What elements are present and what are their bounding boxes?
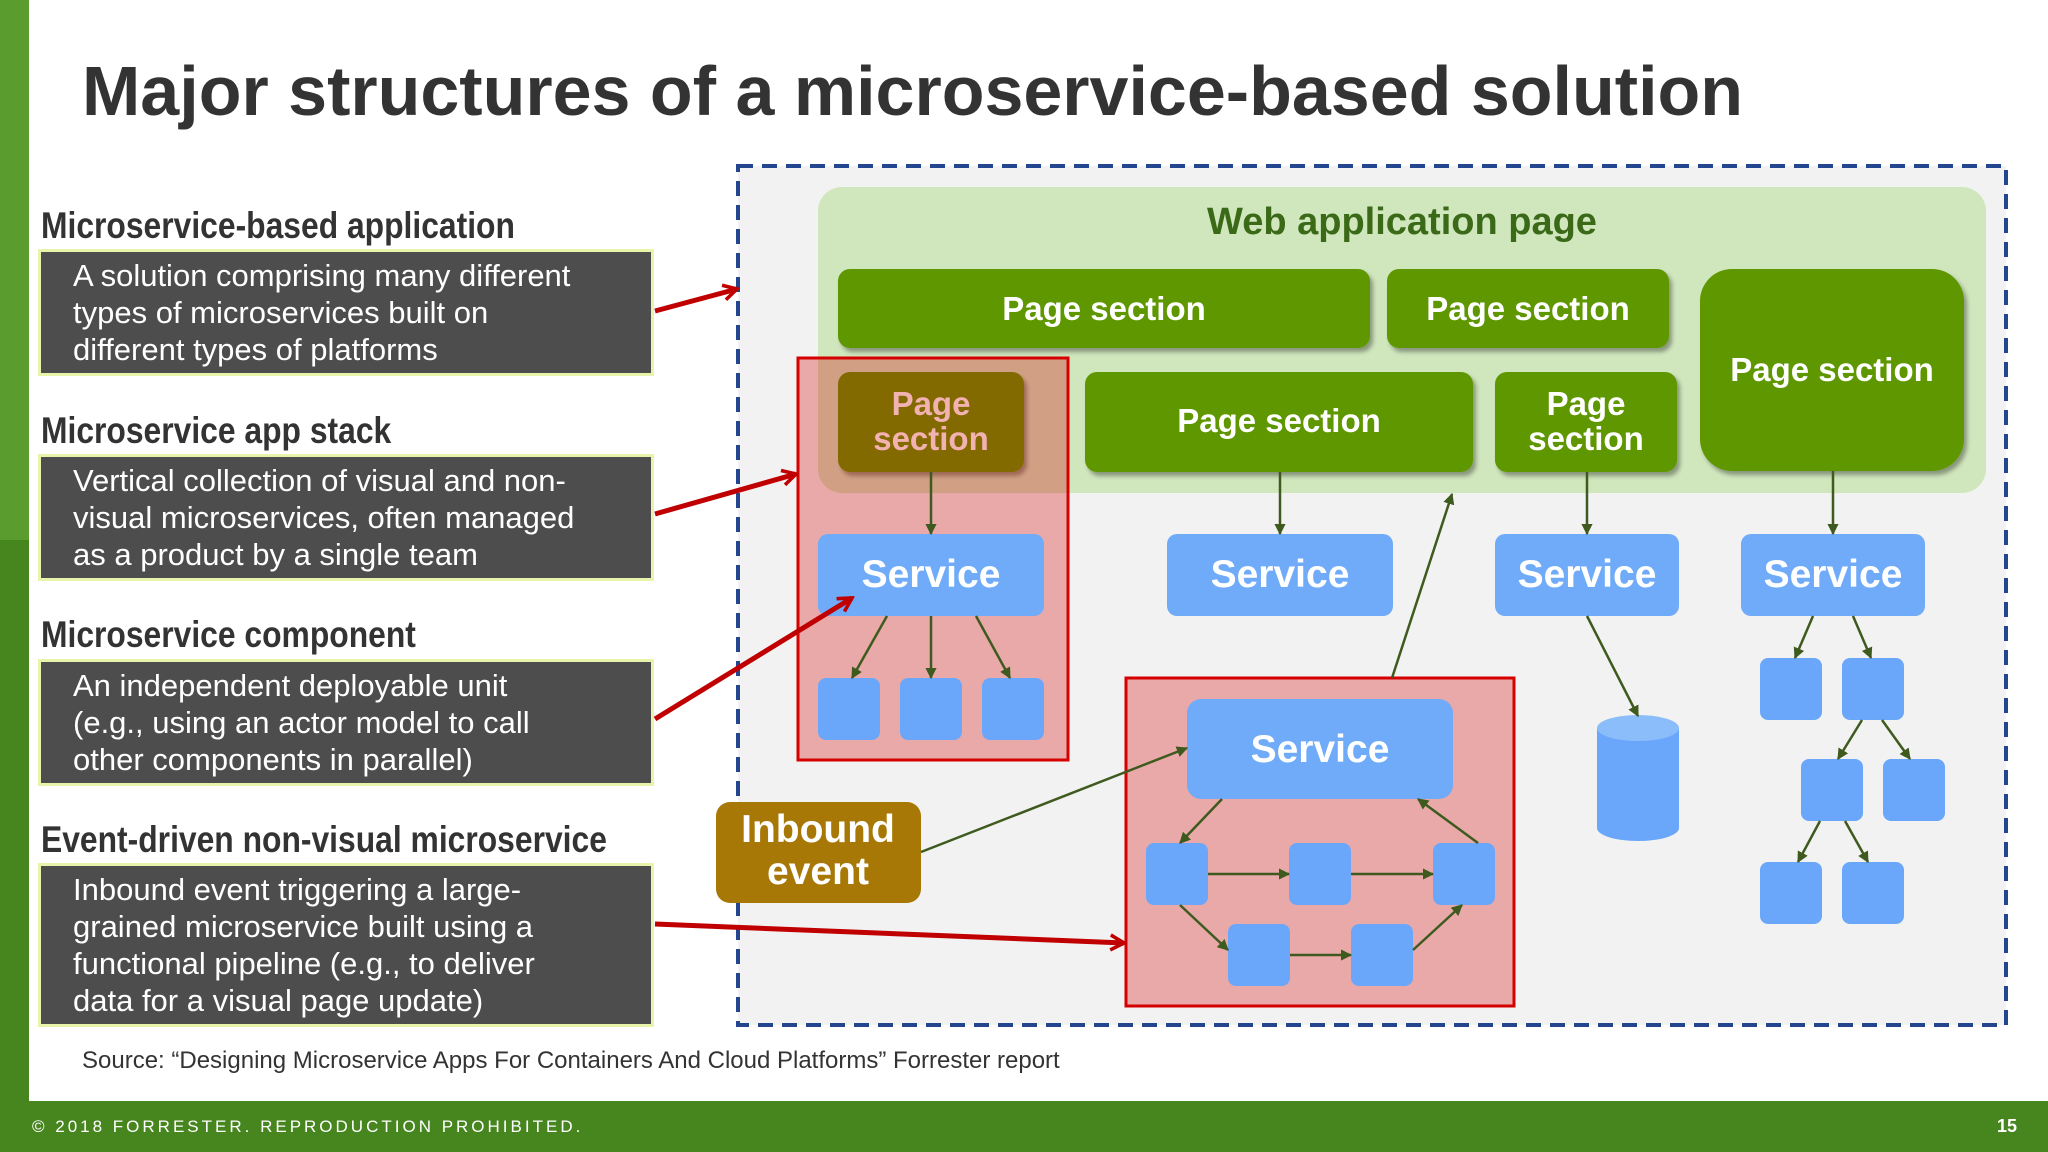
service-middle bbox=[1167, 534, 1393, 616]
database-cylinder bbox=[1597, 715, 1679, 841]
flow-arrow bbox=[1843, 820, 1870, 863]
page-section-label: Page section bbox=[1730, 351, 1934, 388]
concept-heading-event-driven: Event-driven non-visual microservice bbox=[41, 819, 607, 860]
concept-heading-application: Microservice-based application bbox=[41, 205, 515, 246]
page-section-label-line-2: section bbox=[1528, 420, 1644, 457]
flow-arrow bbox=[1585, 615, 1640, 718]
concept-line: as a product by a single team bbox=[73, 537, 478, 572]
service-app-stack bbox=[818, 534, 1044, 616]
pipeline-node bbox=[1228, 924, 1290, 986]
callout-arrow-app-stack bbox=[654, 474, 796, 517]
source-citation: Source: “Designing Microservice Apps For… bbox=[82, 1047, 1060, 1074]
component-node bbox=[818, 678, 880, 740]
concept-line: (e.g., using an actor model to call bbox=[73, 705, 530, 740]
concept-line: different types of platforms bbox=[73, 332, 438, 367]
concept-box-component: An independent deployable unit (e.g., us… bbox=[38, 659, 654, 786]
flow-arrow bbox=[1390, 492, 1455, 679]
component-node bbox=[1883, 759, 1945, 821]
service-label: Service bbox=[1764, 553, 1903, 596]
page-section-small-right bbox=[1495, 372, 1677, 472]
concept-box-event-driven: Inbound event triggering a large- graine… bbox=[38, 863, 654, 1027]
concept-line: A solution comprising many different bbox=[73, 258, 571, 293]
flow-arrow bbox=[1793, 615, 1815, 660]
page-section-top-left bbox=[838, 269, 1370, 348]
concept-line: types of microservices built on bbox=[73, 295, 489, 330]
flow-arrow bbox=[1179, 904, 1229, 951]
component-node bbox=[1760, 862, 1822, 924]
component-node bbox=[1760, 658, 1822, 720]
service-label: Service bbox=[1251, 728, 1390, 771]
copyright-text: © 2018 FORRESTER. REPRODUCTION PROHIBITE… bbox=[32, 1117, 584, 1136]
pipeline-node bbox=[1433, 843, 1495, 905]
concept-line: An independent deployable unit bbox=[73, 668, 508, 703]
web-application-page-label: Web application page bbox=[1207, 201, 1597, 243]
page-section-label-line-2: section bbox=[873, 420, 989, 457]
page-number: 15 bbox=[1996, 1116, 2017, 1136]
pipeline-node bbox=[1351, 924, 1413, 986]
concept-line: Vertical collection of visual and non- bbox=[73, 463, 566, 498]
concept-line: other components in parallel) bbox=[73, 742, 473, 777]
flow-arrow bbox=[1851, 615, 1873, 660]
concept-heading-app-stack: Microservice app stack bbox=[41, 410, 392, 451]
inbound-event-label-line-2: event bbox=[767, 850, 869, 893]
pipeline-node bbox=[1146, 843, 1208, 905]
service-label: Service bbox=[1211, 553, 1350, 596]
flow-arrow bbox=[1796, 820, 1822, 863]
slide-title: Major structures of a microservice-based… bbox=[82, 52, 1744, 130]
inbound-event-label-line-1: Inbound bbox=[741, 808, 895, 851]
page-section-small-left bbox=[838, 372, 1024, 472]
concept-line: functional pipeline (e.g., to deliver bbox=[73, 946, 535, 981]
callout-arrow-component bbox=[653, 595, 852, 722]
page-section-tall-right bbox=[1700, 269, 1964, 471]
flow-arrow bbox=[850, 615, 889, 679]
page-section-label: Page section bbox=[1002, 290, 1206, 327]
component-node bbox=[1842, 862, 1904, 924]
flow-arrow bbox=[1880, 719, 1912, 760]
inbound-event-node bbox=[716, 802, 921, 903]
left-accent-stripe bbox=[0, 0, 29, 1101]
page-section-label-line-1: Page bbox=[1547, 385, 1626, 422]
page-section-top-middle bbox=[1387, 269, 1669, 348]
component-node bbox=[1842, 658, 1904, 720]
callout-arrow-event-driven bbox=[654, 921, 1124, 943]
component-node bbox=[982, 678, 1044, 740]
flow-arrow bbox=[974, 615, 1012, 679]
flow-arrow bbox=[920, 746, 1189, 854]
page-section-label: Page section bbox=[1426, 290, 1630, 327]
component-node bbox=[1801, 759, 1863, 821]
flow-arrow bbox=[1417, 797, 1479, 845]
callout-arrows bbox=[653, 289, 1124, 943]
flow-arrow bbox=[1836, 719, 1864, 760]
concept-line: data for a visual page update) bbox=[73, 983, 484, 1018]
concept-box-application: A solution comprising many different typ… bbox=[38, 249, 654, 376]
page-section-label-line-1: Page bbox=[892, 385, 971, 422]
component-node bbox=[900, 678, 962, 740]
concept-line: visual microservices, often managed bbox=[73, 500, 575, 535]
page-section-middle bbox=[1085, 372, 1473, 472]
flow-arrows bbox=[850, 471, 1912, 961]
page-sections bbox=[838, 269, 1964, 472]
footer-bar: © 2018 FORRESTER. REPRODUCTION PROHIBITE… bbox=[0, 1101, 2048, 1152]
page-section-label: Page section bbox=[1177, 402, 1381, 439]
concept-line: Inbound event triggering a large- bbox=[73, 872, 522, 907]
concept-heading-component: Microservice component bbox=[41, 614, 416, 655]
flow-arrow bbox=[1412, 904, 1463, 951]
service-database bbox=[1495, 534, 1679, 616]
service-tree bbox=[1741, 534, 1925, 616]
concept-line: grained microservice built using a bbox=[73, 909, 534, 944]
service-label: Service bbox=[862, 553, 1001, 596]
concept-box-app-stack: Vertical collection of visual and non- v… bbox=[38, 454, 654, 581]
callout-arrow-application bbox=[654, 289, 737, 314]
pipeline-node bbox=[1289, 843, 1351, 905]
service-label: Service bbox=[1518, 553, 1657, 596]
flow-arrow bbox=[1179, 798, 1223, 844]
service-event-driven bbox=[1187, 699, 1453, 799]
